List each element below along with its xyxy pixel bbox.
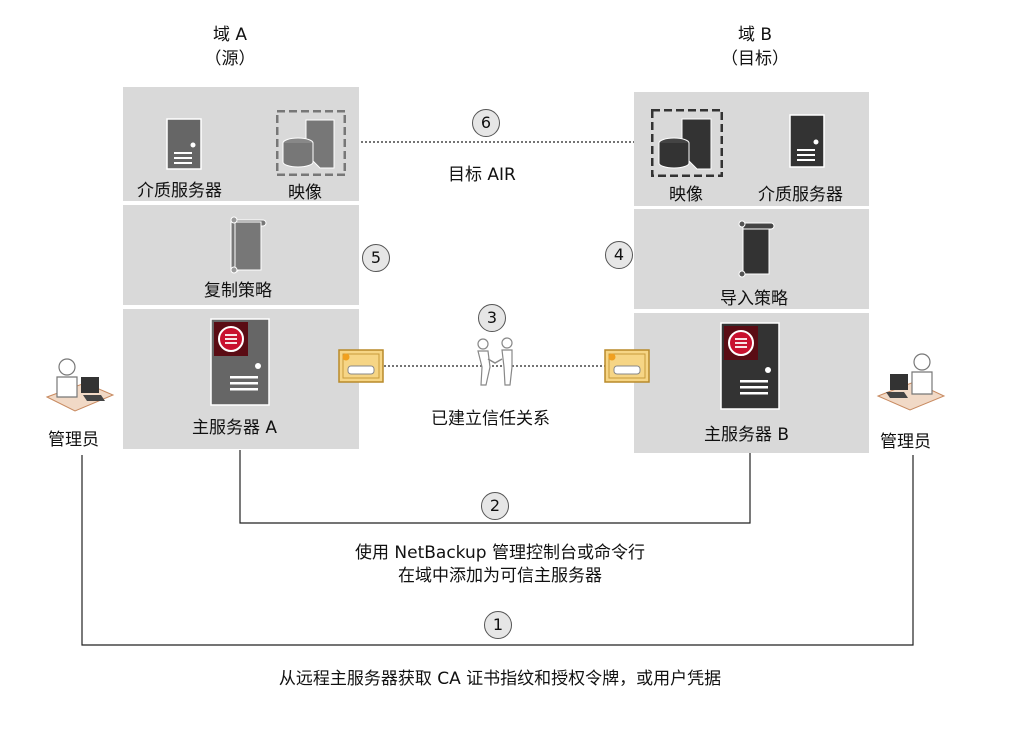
step2-text-line1: 使用 NetBackup 管理控制台或命令行 — [355, 543, 645, 563]
image-b-label: 映像 — [669, 185, 703, 205]
media-server-b-label: 介质服务器 — [758, 185, 843, 205]
domain-b-subtitle: （目标） — [721, 49, 789, 69]
master-server-b-icon — [720, 322, 780, 410]
administrator-right-icon — [876, 353, 946, 411]
master-server-b-label: 主服务器 B — [704, 425, 790, 445]
step-5-marker: 5 — [362, 244, 390, 272]
master-server-a-icon — [210, 318, 270, 406]
import-policy-label: 导入策略 — [720, 289, 788, 309]
media-server-a-label: 介质服务器 — [137, 181, 222, 201]
step-4-marker: 4 — [605, 241, 633, 269]
duplication-policy-icon — [230, 216, 267, 274]
image-a-label: 映像 — [288, 183, 322, 203]
step2-text-line2: 在域中添加为可信主服务器 — [398, 566, 602, 586]
step1-text: 从远程主服务器获取 CA 证书指纹和授权令牌，或用户凭据 — [278, 669, 722, 689]
administrator-left-label: 管理员 — [48, 430, 99, 450]
step-6-marker: 6 — [472, 109, 500, 137]
administrator-right-label: 管理员 — [880, 432, 931, 452]
target-air-label: 目标 AIR — [448, 165, 516, 185]
certificate-a-icon — [338, 349, 384, 383]
step-2-marker: 2 — [481, 492, 509, 520]
media-server-a-icon — [166, 118, 202, 170]
step-3-marker: 3 — [478, 304, 506, 332]
administrator-left-icon — [45, 358, 115, 412]
domain-a-title: 域 A — [212, 25, 248, 45]
duplication-policy-label: 复制策略 — [204, 281, 272, 301]
master-server-a-label: 主服务器 A — [192, 418, 278, 438]
certificate-b-icon — [604, 349, 650, 383]
step-1-marker: 1 — [484, 611, 512, 639]
domain-b-title: 域 B — [737, 25, 773, 45]
import-policy-icon — [738, 220, 775, 278]
trust-label: 已建立信任关系 — [431, 409, 550, 429]
domain-a-subtitle: （源） — [204, 49, 256, 69]
handshake-icon — [477, 337, 513, 386]
image-a-icon — [276, 110, 346, 176]
media-server-b-icon — [789, 114, 825, 168]
image-b-icon — [651, 109, 723, 177]
